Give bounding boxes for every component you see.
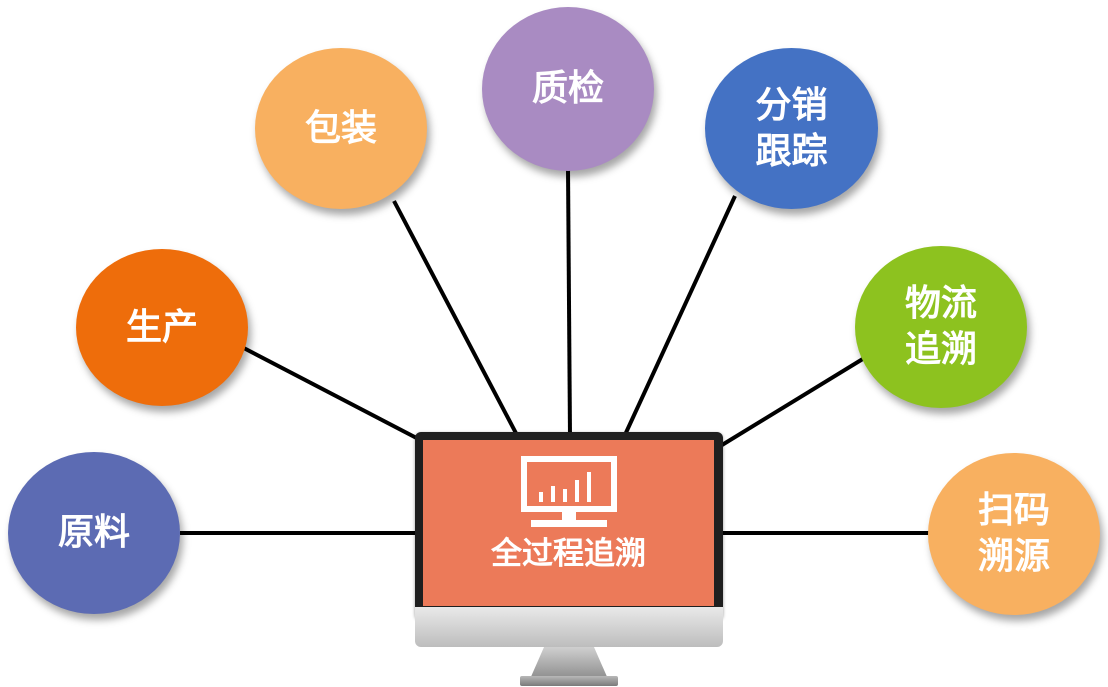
node-production: 生产: [76, 249, 248, 406]
node-raw-material: 原料: [8, 452, 180, 614]
node-label-line2: 追溯: [904, 329, 977, 370]
node-quality-inspection: 质检: [482, 7, 654, 171]
connector-logistics-tracing: [720, 355, 868, 447]
connector-distribution-tracking: [622, 195, 737, 438]
center-title: 全过程追溯: [491, 536, 646, 572]
node-label: 原料: [57, 512, 130, 553]
node-logistics-tracing: 物流 追溯: [855, 246, 1027, 408]
node-label-line1: 物流: [904, 283, 977, 324]
monitor-chin: [415, 607, 723, 647]
monitor-stand-base: [520, 676, 618, 686]
monitor-stand-neck: [530, 647, 608, 679]
node-label: 质检: [531, 68, 604, 109]
connector-quality-inspection: [566, 167, 572, 438]
monitor-screen: 全过程追溯: [423, 440, 714, 606]
node-packaging: 包装: [255, 48, 427, 209]
node-label-line2: 跟踪: [755, 130, 828, 172]
connector-packaging: [392, 200, 520, 438]
node-label-line1: 扫码: [977, 490, 1050, 531]
monitor-chart-icon: [520, 456, 617, 527]
node-label-line2: 溯源: [977, 536, 1050, 577]
node-distribution-tracking: 分销 跟踪: [705, 48, 878, 209]
node-label: 生产: [125, 306, 198, 348]
node-label: 包装: [304, 107, 377, 149]
node-scan-tracing: 扫码 溯源: [928, 453, 1100, 615]
connector-production: [237, 343, 431, 447]
node-label-line1: 分销: [755, 84, 828, 126]
